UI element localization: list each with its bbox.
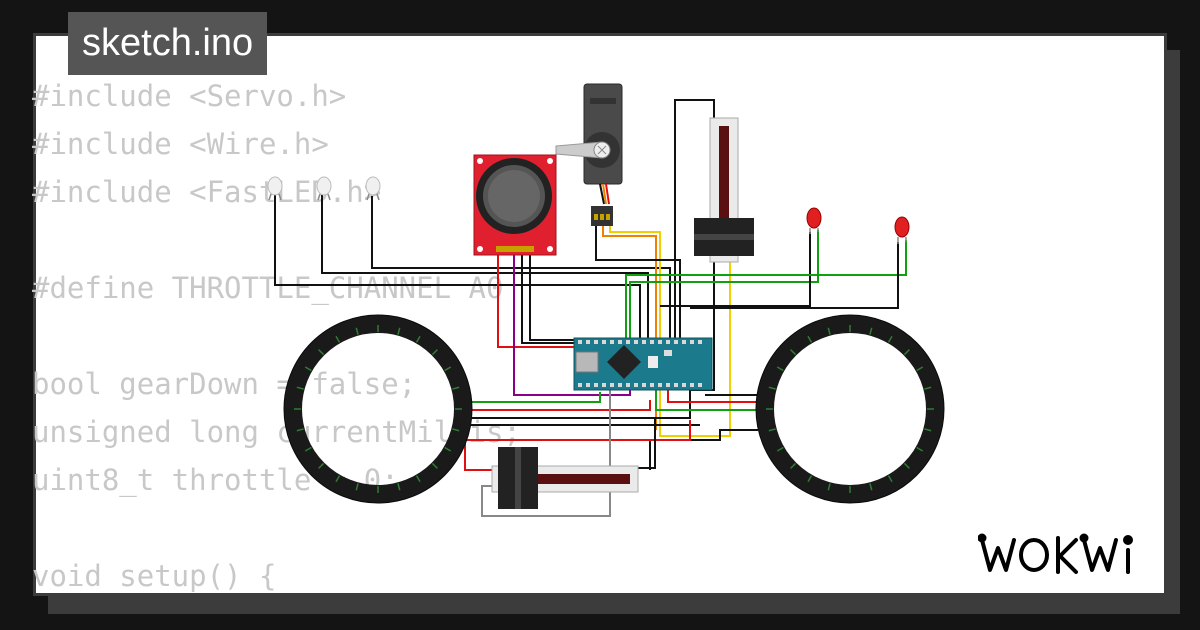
wire-joy-black2 xyxy=(529,250,675,341)
ring-led-tick xyxy=(431,462,438,469)
ring-led-tick xyxy=(452,428,460,432)
wire-hpot-black xyxy=(638,418,656,469)
wire-ringR-red xyxy=(667,390,758,403)
red-led-icon xyxy=(806,207,822,234)
ring-led-tick xyxy=(827,483,831,491)
joystick-icon xyxy=(473,154,557,256)
ring-led-tick xyxy=(296,386,304,390)
ring-led-tick xyxy=(768,386,776,390)
ring-led-tick xyxy=(355,327,359,335)
ring-led-tick xyxy=(776,366,784,372)
ring-led-tick xyxy=(397,327,401,335)
wire-rled1-black xyxy=(660,232,811,307)
ring-led-tick xyxy=(304,366,312,372)
code-line: void setup() { xyxy=(32,559,277,593)
ring-led-tick xyxy=(887,475,893,483)
wire-led2 xyxy=(321,195,649,350)
ring-led-tick xyxy=(335,335,341,343)
ring-led-tick xyxy=(335,475,341,483)
red-led-1[interactable] xyxy=(806,207,822,234)
servo-icon xyxy=(555,83,623,226)
ring-left-outline xyxy=(283,314,473,504)
ring-led-tick xyxy=(415,475,421,483)
ring-led-tick xyxy=(431,349,438,356)
ring-led-tick xyxy=(916,446,924,452)
ring-right-ticks xyxy=(766,325,934,493)
joystick[interactable] xyxy=(473,154,557,256)
wire-rled2-green xyxy=(625,240,907,340)
ring-led-tick xyxy=(807,335,813,343)
wire-ringL-black xyxy=(470,382,691,419)
wire-rled2-black xyxy=(690,242,899,309)
ring-right-outline xyxy=(755,314,945,504)
ring-led-tick xyxy=(397,483,401,491)
ring-led-tick xyxy=(924,428,932,432)
ring-led-tick xyxy=(304,446,312,452)
wire-ringL-green xyxy=(472,392,601,403)
led-ring-icon xyxy=(284,315,472,503)
arduino-nano-icon xyxy=(573,337,713,391)
code-line: #include <Servo.h> xyxy=(32,79,347,113)
red-led-2[interactable] xyxy=(894,216,910,244)
wire-servo-black xyxy=(595,226,681,345)
ring-led-tick xyxy=(916,366,924,372)
ring-led-tick xyxy=(452,386,460,390)
ring-led-tick xyxy=(790,349,797,356)
neopixel-ring-left[interactable] xyxy=(283,314,473,504)
ring-led-tick xyxy=(887,335,893,343)
ring-led-tick xyxy=(869,483,873,491)
code-line: #define THROTTLE_CHANNEL A0 xyxy=(32,271,504,305)
code-line: #include <Wire.h> xyxy=(32,127,329,161)
white-led-icon xyxy=(365,176,381,201)
red-led-icon xyxy=(894,216,910,244)
ring-left-ticks xyxy=(294,325,462,493)
slide-pot-horizontal[interactable] xyxy=(491,447,639,509)
code-line: unsigned long currentMillis; xyxy=(32,415,521,449)
wire-led1 xyxy=(274,195,641,350)
white-led-icon xyxy=(267,176,283,201)
slide-potentiometer-icon xyxy=(694,117,754,263)
ring-led-tick xyxy=(318,462,325,469)
slide-pot-vertical[interactable] xyxy=(694,117,754,263)
ring-led-tick xyxy=(807,475,813,483)
led-ring-icon xyxy=(756,315,944,503)
servo[interactable] xyxy=(555,83,623,226)
wire-vpot-top xyxy=(674,99,715,345)
wire-ringR-black2 xyxy=(649,429,758,470)
ring-led-tick xyxy=(827,327,831,335)
white-led-1[interactable] xyxy=(267,176,283,201)
ring-led-tick xyxy=(790,462,797,469)
ring-led-tick xyxy=(444,446,452,452)
arduino-nano[interactable] xyxy=(573,337,713,391)
wire-rled1-green xyxy=(629,230,819,350)
code-line: bool gearDown = false; xyxy=(32,367,417,401)
wire-ringR-green xyxy=(655,390,758,411)
file-name-tab: sketch.ino xyxy=(68,12,268,75)
ring-led-tick xyxy=(903,349,910,356)
neopixel-ring-right[interactable] xyxy=(755,314,945,504)
code-preview: #include <Servo.h> #include <Wire.h> #incl… xyxy=(32,72,521,600)
ring-led-tick xyxy=(869,327,873,335)
wire-ringL-red xyxy=(470,400,651,411)
ring-led-tick xyxy=(296,428,304,432)
ring-led-tick xyxy=(318,349,325,356)
wire-joy-red xyxy=(497,250,600,348)
ring-led-tick xyxy=(355,483,359,491)
white-led-2[interactable] xyxy=(316,176,332,201)
ring-led-tick xyxy=(444,366,452,372)
slide-potentiometer-icon xyxy=(491,447,639,509)
white-led-icon xyxy=(316,176,332,201)
white-led-3[interactable] xyxy=(365,176,381,201)
ring-led-tick xyxy=(903,462,910,469)
wire-servo-orange xyxy=(602,226,657,430)
ring-led-tick xyxy=(768,428,776,432)
code-line: #include <FastLED.h> xyxy=(32,175,382,209)
ring-led-tick xyxy=(924,386,932,390)
ring-led-tick xyxy=(415,335,421,343)
wire-servo-yellow xyxy=(609,226,731,437)
ring-led-tick xyxy=(776,446,784,452)
wokwi-logo xyxy=(978,533,1133,574)
